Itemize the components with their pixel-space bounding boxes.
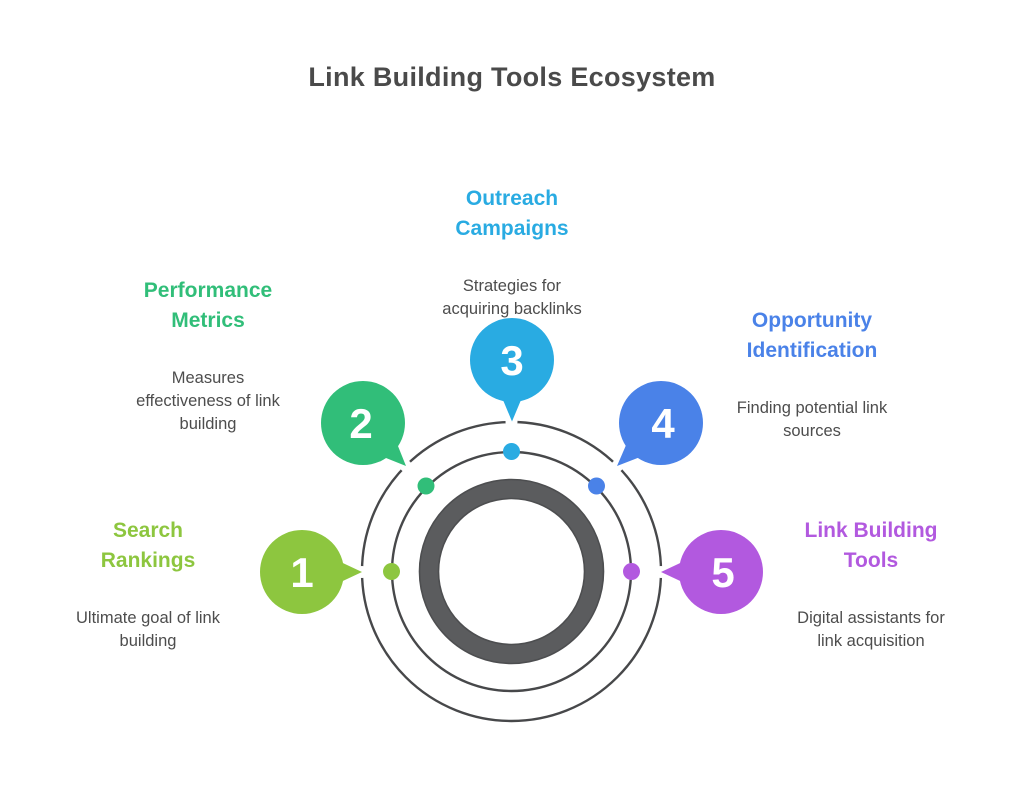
item-title: Link Building Tools: [804, 519, 938, 572]
bubble-outreach-campaigns: 3: [470, 318, 554, 422]
bubble-circle: [619, 381, 703, 465]
marker-dot-2: [417, 477, 435, 495]
bubble-number-3: 3: [500, 337, 523, 384]
marker-dot-4: [588, 477, 605, 495]
item-title: Opportunity Identification: [746, 309, 878, 362]
bubble-search-rankings: 1: [260, 530, 362, 614]
marker-dot-5: [623, 563, 640, 580]
bubble-number-5: 5: [711, 549, 734, 596]
bubble-circle: [679, 530, 763, 614]
bubble-circle: [260, 530, 344, 614]
bubble-performance-metrics: 2: [321, 381, 406, 466]
marker-dot-3: [503, 443, 520, 460]
bubble-number-1: 1: [290, 549, 313, 596]
bubble-circle: [321, 381, 405, 465]
bubble-number-4: 4: [651, 400, 675, 447]
core-donut-inner-edge: [437, 497, 586, 646]
bubble-number-2: 2: [349, 400, 372, 447]
core-donut-outer-edge: [418, 478, 605, 665]
item-title: Outreach Campaigns: [455, 187, 569, 240]
ring-gap: [505, 416, 518, 428]
bubble-opportunity-identification: 4: [617, 381, 703, 466]
item-description: Ultimate goal of link building: [76, 608, 220, 651]
bubble-link-building-tools: 5: [661, 530, 763, 614]
label-link-building-tools: Link Building Tools Digital assistants f…: [751, 498, 991, 671]
item-title: Search Rankings: [100, 519, 196, 572]
core-donut: [419, 479, 604, 664]
label-opportunity-identification: Opportunity Identification Finding poten…: [692, 288, 932, 461]
item-description: Finding potential link sources: [736, 398, 888, 441]
item-description: Measures effectiveness of link building: [136, 368, 280, 434]
marker-dot-1: [383, 563, 400, 580]
page-title: Link Building Tools Ecosystem: [308, 62, 716, 92]
item-title: Performance Metrics: [143, 279, 273, 332]
item-description: Strategies for acquiring backlinks: [442, 276, 582, 319]
item-description: Digital assistants for link acquisition: [797, 608, 945, 651]
label-outreach-campaigns: Outreach Campaigns Strategies for acquir…: [392, 166, 632, 339]
label-performance-metrics: Performance Metrics Measures effectivene…: [88, 258, 328, 455]
label-search-rankings: Search Rankings Ultimate goal of link bu…: [28, 498, 268, 671]
bubble-circle: [470, 318, 554, 402]
